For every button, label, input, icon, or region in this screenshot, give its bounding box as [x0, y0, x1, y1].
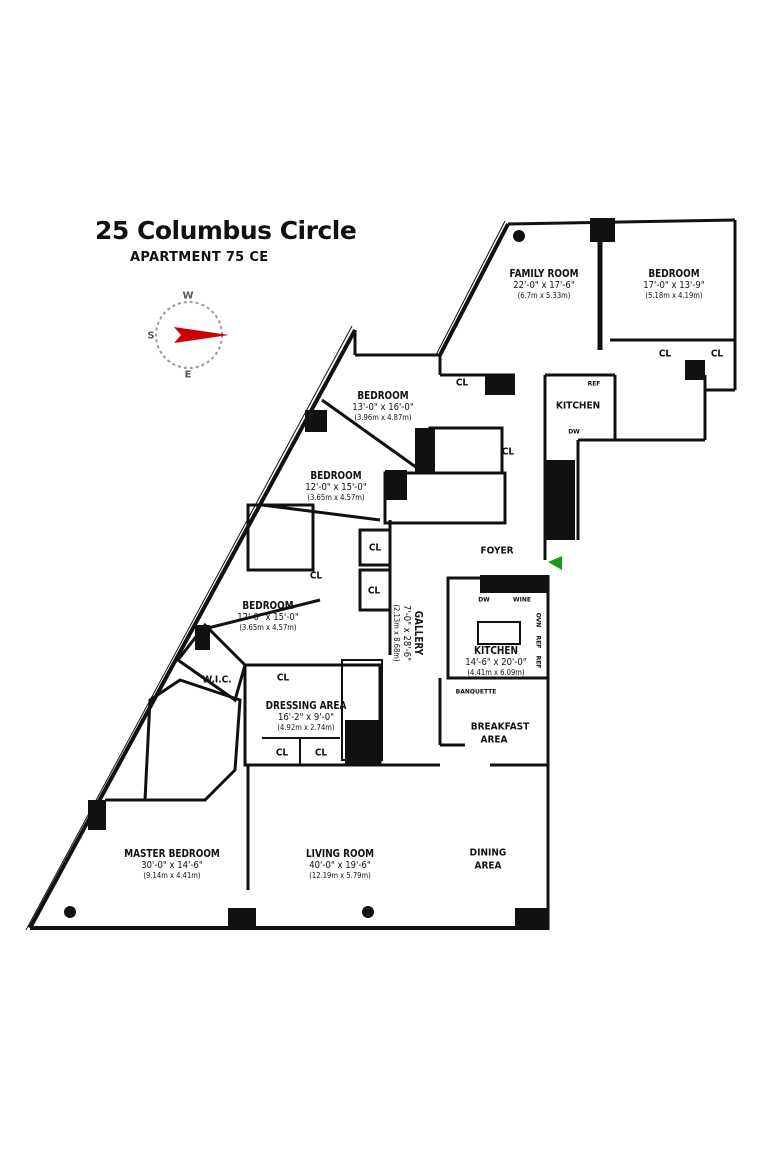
label-closet: CL [276, 672, 290, 684]
room-bedroom-2: BEDROOM 12'-0" x 15'-0" (3.65m x 4.57m) [305, 470, 367, 502]
label-dw: DW [568, 428, 580, 436]
label-breakfast: BREAKFAST [470, 721, 530, 733]
column [305, 410, 327, 432]
label-ref: REF [534, 655, 542, 669]
column [228, 908, 256, 930]
page-subtitle: APARTMENT 75 CE [130, 250, 269, 265]
label-breakfast-area: AREA [480, 734, 508, 746]
column [415, 428, 435, 473]
room-master: MASTER BEDROOM 30'-0" x 14'-6" (9.14m x … [124, 848, 220, 880]
compass-needle [174, 327, 229, 343]
label-wine: WINE [513, 596, 531, 604]
label-closet: CL [710, 348, 724, 360]
label-closet: CL [658, 348, 672, 360]
column [88, 800, 106, 830]
label-ref: REF [534, 635, 542, 649]
label-wd: WD [552, 478, 560, 490]
room-bedroom-1: BEDROOM 13'-0" x 16'-0" (3.96m x 4.87m) [352, 390, 414, 422]
label-kitchen-small: KITCHEN [555, 400, 601, 412]
room-bedroom-3: BEDROOM 12'-0" x 15'-0" (3.65m x 4.57m) [237, 600, 299, 632]
compass-e: E [184, 369, 192, 381]
label-closet: CL [501, 446, 515, 458]
page-title: 25 Columbus Circle [95, 216, 357, 245]
label-foyer: FOYER [480, 545, 514, 557]
column [590, 218, 615, 242]
column-round [362, 906, 374, 918]
label-closet: CL [275, 747, 289, 759]
column [545, 460, 575, 540]
room-dressing: DRESSING AREA 16'-2" x 9'-0" (4.92m x 2.… [265, 700, 347, 732]
column [515, 908, 548, 930]
exterior-wall-top [507, 218, 736, 226]
compass [155, 301, 229, 369]
room-family: FAMILY ROOM 22'-0" x 17'-6" (6.7m x 5.33… [509, 268, 579, 300]
column [480, 575, 548, 593]
label-dining: DINING [469, 847, 507, 859]
label-closet: CL [368, 542, 382, 554]
compass-w: W [182, 290, 194, 302]
label-closet: CL [367, 585, 381, 597]
column [485, 375, 515, 395]
label-closet: CL [314, 747, 328, 759]
column-round [64, 906, 76, 918]
room-living: LIVING ROOM 40'-0" x 19'-6" (12.19m x 5.… [305, 848, 375, 880]
label-dw: DW [478, 596, 490, 604]
label-wic: W.I.C. [202, 674, 232, 686]
column [345, 720, 380, 765]
column [195, 625, 210, 650]
label-closet: CL [455, 377, 469, 389]
exterior-wall-diagonal [28, 329, 357, 929]
column-round [513, 230, 525, 242]
label-dining-area: AREA [474, 860, 502, 872]
label-oven: OVN [534, 612, 542, 628]
room-kitchen: KITCHEN 14'-6" x 20'-0" (4.41m x 6.09m) [465, 645, 527, 677]
room-gallery: GALLERY 7'-0" x 28'-6" (2.13m x 8.68m) [392, 604, 424, 662]
room-bedroom-ne: BEDROOM 17'-0" x 13'-9" (5.18m x 4.19m) [643, 268, 705, 300]
label-banquette: BANQUETTE [455, 688, 497, 696]
label-closet: CL [309, 570, 323, 582]
entrance-arrow [548, 556, 562, 570]
column [385, 470, 407, 500]
exterior-wall-ne-diagonal [438, 223, 510, 356]
label-ref: REF [587, 380, 601, 388]
compass-s: S [147, 330, 155, 342]
column [685, 360, 705, 380]
